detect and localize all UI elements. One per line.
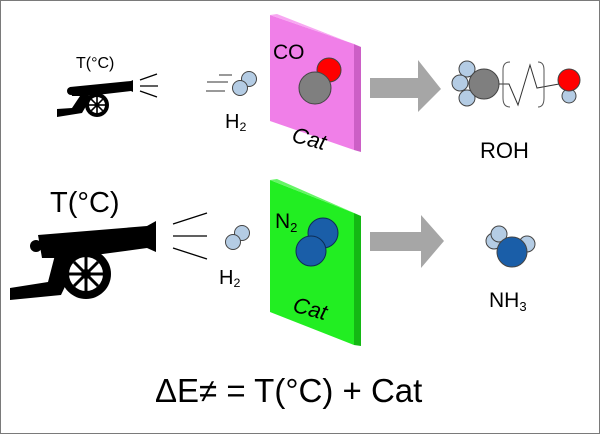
n2-symbol: N: [275, 210, 291, 233]
small-cannon-icon: [57, 80, 133, 117]
reaction-arrow-1: [370, 60, 441, 112]
h2-label-row1: H2: [225, 111, 247, 135]
temperature-label-small: T(°C): [76, 55, 115, 72]
roh-label: ROH: [480, 138, 529, 163]
blast-lines-icon: [139, 73, 158, 98]
h2-molecule-row2: [225, 225, 250, 250]
nh3-molecule: [485, 225, 536, 268]
reaction-arrow-2: [370, 215, 444, 268]
co-molecule: [298, 57, 342, 105]
h2-symbol: H: [225, 111, 240, 133]
nh3-symbol: NH: [489, 289, 520, 312]
n2-subscript: 2: [290, 219, 298, 235]
blast-lines-icon: [172, 212, 208, 260]
h2-subscript: 2: [239, 120, 247, 135]
energy-equation: ΔE≠ = T(°C) + Cat: [155, 372, 423, 409]
roh-molecule: [451, 60, 581, 108]
h2-molecule-row1: [232, 71, 257, 96]
nh3-label: NH3: [489, 289, 527, 314]
motion-lines-icon: [206, 74, 232, 92]
temperature-label-large: T(°C): [50, 187, 120, 219]
h2-label-row2: H2: [219, 267, 241, 291]
h2-subscript: 2: [233, 276, 241, 291]
h2-symbol: H: [219, 267, 234, 289]
nh3-subscript: 3: [519, 298, 527, 314]
co-label: CO: [273, 41, 305, 64]
n2-molecule: [295, 217, 339, 267]
large-cannon-icon: [10, 221, 156, 300]
n2-label: N2: [275, 210, 298, 235]
